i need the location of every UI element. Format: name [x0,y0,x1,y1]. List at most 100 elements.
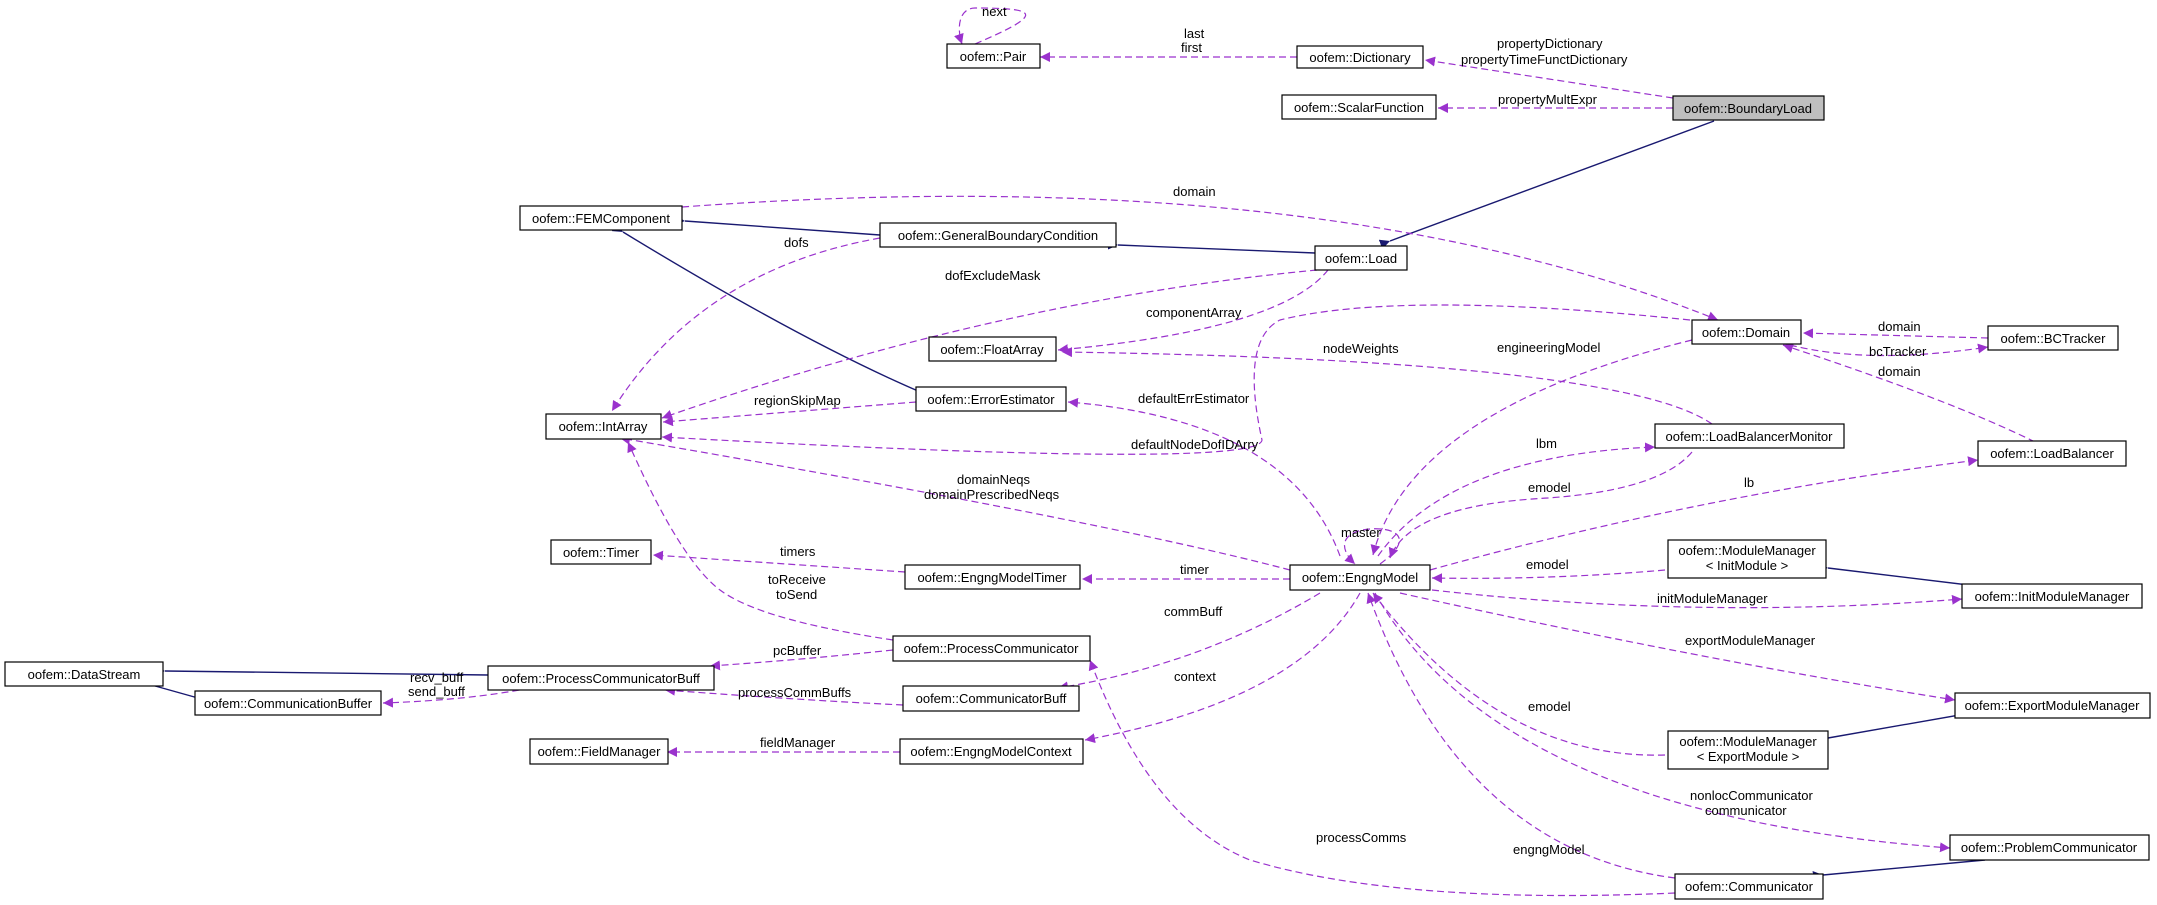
edge-communicatorbuff-to-processcommunicatorbuff [664,685,904,706]
svg-text:oofem::ModuleManager: oofem::ModuleManager [1678,543,1816,558]
svg-text:< ExportModule >: < ExportModule > [1697,749,1800,764]
label-engng-model: engngModel [1513,842,1585,857]
node-scalar-function[interactable]: oofem::ScalarFunction [1281,94,1437,120]
node-timer[interactable]: oofem::Timer [550,539,652,565]
label-domain-prescribed-neqs: domainPrescribedNeqs [924,487,1060,502]
node-module-manager-export[interactable]: oofem::ModuleManager < ExportModule > [1667,730,1829,770]
node-engng-model-timer[interactable]: oofem::EngngModelTimer [904,564,1081,590]
edge-domain-to-intarray [661,304,1691,455]
label-init-module-manager: initModuleManager [1657,591,1768,606]
svg-text:oofem::ExportModuleManager: oofem::ExportModuleManager [1965,698,2141,713]
svg-text:oofem::Dictionary: oofem::Dictionary [1309,50,1411,65]
edge-load-to-intarray [661,269,1318,420]
edge-loadbalancermonitor-to-engngmodel [1388,451,1693,559]
node-process-communicator-buff[interactable]: oofem::ProcessCommunicatorBuff [487,665,715,691]
label-node-weights: nodeWeights [1323,341,1399,356]
svg-text:oofem::ProcessCommunicator: oofem::ProcessCommunicator [904,641,1080,656]
node-error-estimator[interactable]: oofem::ErrorEstimator [915,386,1067,412]
label-to-send: toSend [776,587,817,602]
svg-text:oofem::LoadBalancerMonitor: oofem::LoadBalancerMonitor [1666,429,1834,444]
label-export-module-manager: exportModuleManager [1685,633,1816,648]
node-init-module-manager[interactable]: oofem::InitModuleManager [1961,583,2143,609]
label-domain-top: domain [1173,184,1216,199]
label-nonloc-communicator: nonlocCommunicator [1690,788,1814,803]
node-communicator[interactable]: oofem::Communicator [1674,873,1824,900]
node-pair[interactable]: oofem::Pair [946,43,1041,69]
svg-text:oofem::EngngModelContext: oofem::EngngModelContext [910,744,1072,759]
svg-text:oofem::Timer: oofem::Timer [563,545,640,560]
label-lb: lb [1744,475,1754,490]
node-engng-model-context[interactable]: oofem::EngngModelContext [899,738,1084,765]
node-field-manager[interactable]: oofem::FieldManager [529,738,669,765]
edge-modulemanager-export-to-engngmodel [1372,592,1666,756]
node-int-array[interactable]: oofem::IntArray [545,413,662,440]
edge-engngmodel-to-errorestimator [1067,397,1341,557]
svg-text:oofem::GeneralBoundaryConditio: oofem::GeneralBoundaryCondition [898,228,1098,243]
label-communicator: communicator [1705,803,1787,818]
label-lbm: lbm [1536,436,1557,451]
node-general-boundary-condition[interactable]: oofem::GeneralBoundaryCondition [879,222,1117,248]
svg-text:oofem::FloatArray: oofem::FloatArray [940,342,1044,357]
label-property-mult-expr: propertyMultExpr [1498,92,1598,107]
node-export-module-manager[interactable]: oofem::ExportModuleManager [1954,692,2151,719]
node-module-manager-init[interactable]: oofem::ModuleManager < InitModule > [1667,539,1827,579]
node-boundary-load[interactable]: oofem::BoundaryLoad [1672,95,1825,121]
node-bc-tracker[interactable]: oofem::BCTracker [1987,325,2119,351]
edge-femcomponent-to-domain [681,195,1719,321]
node-domain[interactable]: oofem::Domain [1691,319,1802,345]
label-emodel-lbm: emodel [1528,480,1571,495]
edge-communicator-to-problemcommunicator [1812,859,1986,881]
node-fem-component[interactable]: oofem::FEMComponent [519,205,683,231]
node-load-balancer-monitor[interactable]: oofem::LoadBalancerMonitor [1654,423,1845,449]
node-dictionary[interactable]: oofem::Dictionary [1296,45,1424,69]
svg-text:oofem::CommunicatorBuff: oofem::CommunicatorBuff [916,691,1067,706]
label-timer: timer [1180,562,1210,577]
label-default-err-estimator: defaultErrEstimator [1138,391,1250,406]
label-region-skip-map: regionSkipMap [754,393,841,408]
svg-text:oofem::DataStream: oofem::DataStream [28,667,141,682]
label-context: context [1174,669,1216,684]
label-default-node-dof-id-arry: defaultNodeDofIDArry [1131,437,1259,452]
svg-text:oofem::InitModuleManager: oofem::InitModuleManager [1975,589,2130,604]
node-communication-buffer[interactable]: oofem::CommunicationBuffer [194,690,382,716]
svg-text:oofem::IntArray: oofem::IntArray [559,419,648,434]
node-communicator-buff[interactable]: oofem::CommunicatorBuff [902,685,1080,712]
label-domain-bc: domain [1878,319,1921,334]
edge-domain-to-bctracker [1789,343,1989,357]
svg-text:oofem::ScalarFunction: oofem::ScalarFunction [1294,100,1424,115]
svg-text:oofem::EngngModelTimer: oofem::EngngModelTimer [917,570,1067,585]
edge-loadbalancer-to-domain [1782,343,2036,443]
edge-loadbalancermonitor-to-engngmodel-emodel [1431,569,1666,584]
svg-text:oofem::ErrorEstimator: oofem::ErrorEstimator [927,392,1055,407]
edge-processcommunicator-to-intarray [627,441,894,641]
edge-pair-next-self [954,7,1027,45]
label-domain-lb: domain [1878,364,1921,379]
svg-text:oofem::ProblemCommunicator: oofem::ProblemCommunicator [1961,840,2138,855]
svg-text:oofem::FieldManager: oofem::FieldManager [538,744,662,759]
node-problem-communicator[interactable]: oofem::ProblemCommunicator [1949,834,2150,861]
svg-text:oofem::Communicator: oofem::Communicator [1685,879,1814,894]
edge-engngmodel-to-problemcommunicator [1374,592,1951,853]
svg-text:oofem::EngngModel: oofem::EngngModel [1302,570,1418,585]
node-data-stream[interactable]: oofem::DataStream [4,661,164,687]
edge-bctracker-to-domain [1802,328,1989,339]
node-process-communicator[interactable]: oofem::ProcessCommunicator [892,635,1091,662]
node-engng-model[interactable]: oofem::EngngModel [1289,564,1431,591]
edge-load-to-boundaryload [1378,120,1715,250]
edge-errorestimator-to-intarray [662,401,917,427]
svg-text:oofem::FEMComponent: oofem::FEMComponent [532,211,670,226]
label-field-manager: fieldManager [760,735,836,750]
edge-engngmodel-to-loadbalancer [1429,456,1979,571]
edge-communicator-to-engngmodel [1366,592,1676,879]
node-load-balancer[interactable]: oofem::LoadBalancer [1977,440,2127,467]
node-load[interactable]: oofem::Load [1314,245,1408,271]
label-dof-exclude-mask: dofExcludeMask [945,268,1041,283]
edge-engngmodel-to-communicatorbuff [1057,592,1321,692]
label-send-buff: send_buff [408,684,465,699]
nodes: oofem::Pair oofem::Dictionary oofem::Bou… [4,43,2151,900]
label-comm-buff: commBuff [1164,604,1223,619]
svg-text:oofem::ModuleManager: oofem::ModuleManager [1679,734,1817,749]
svg-text:oofem::CommunicationBuffer: oofem::CommunicationBuffer [204,696,373,711]
node-float-array[interactable]: oofem::FloatArray [928,336,1057,362]
